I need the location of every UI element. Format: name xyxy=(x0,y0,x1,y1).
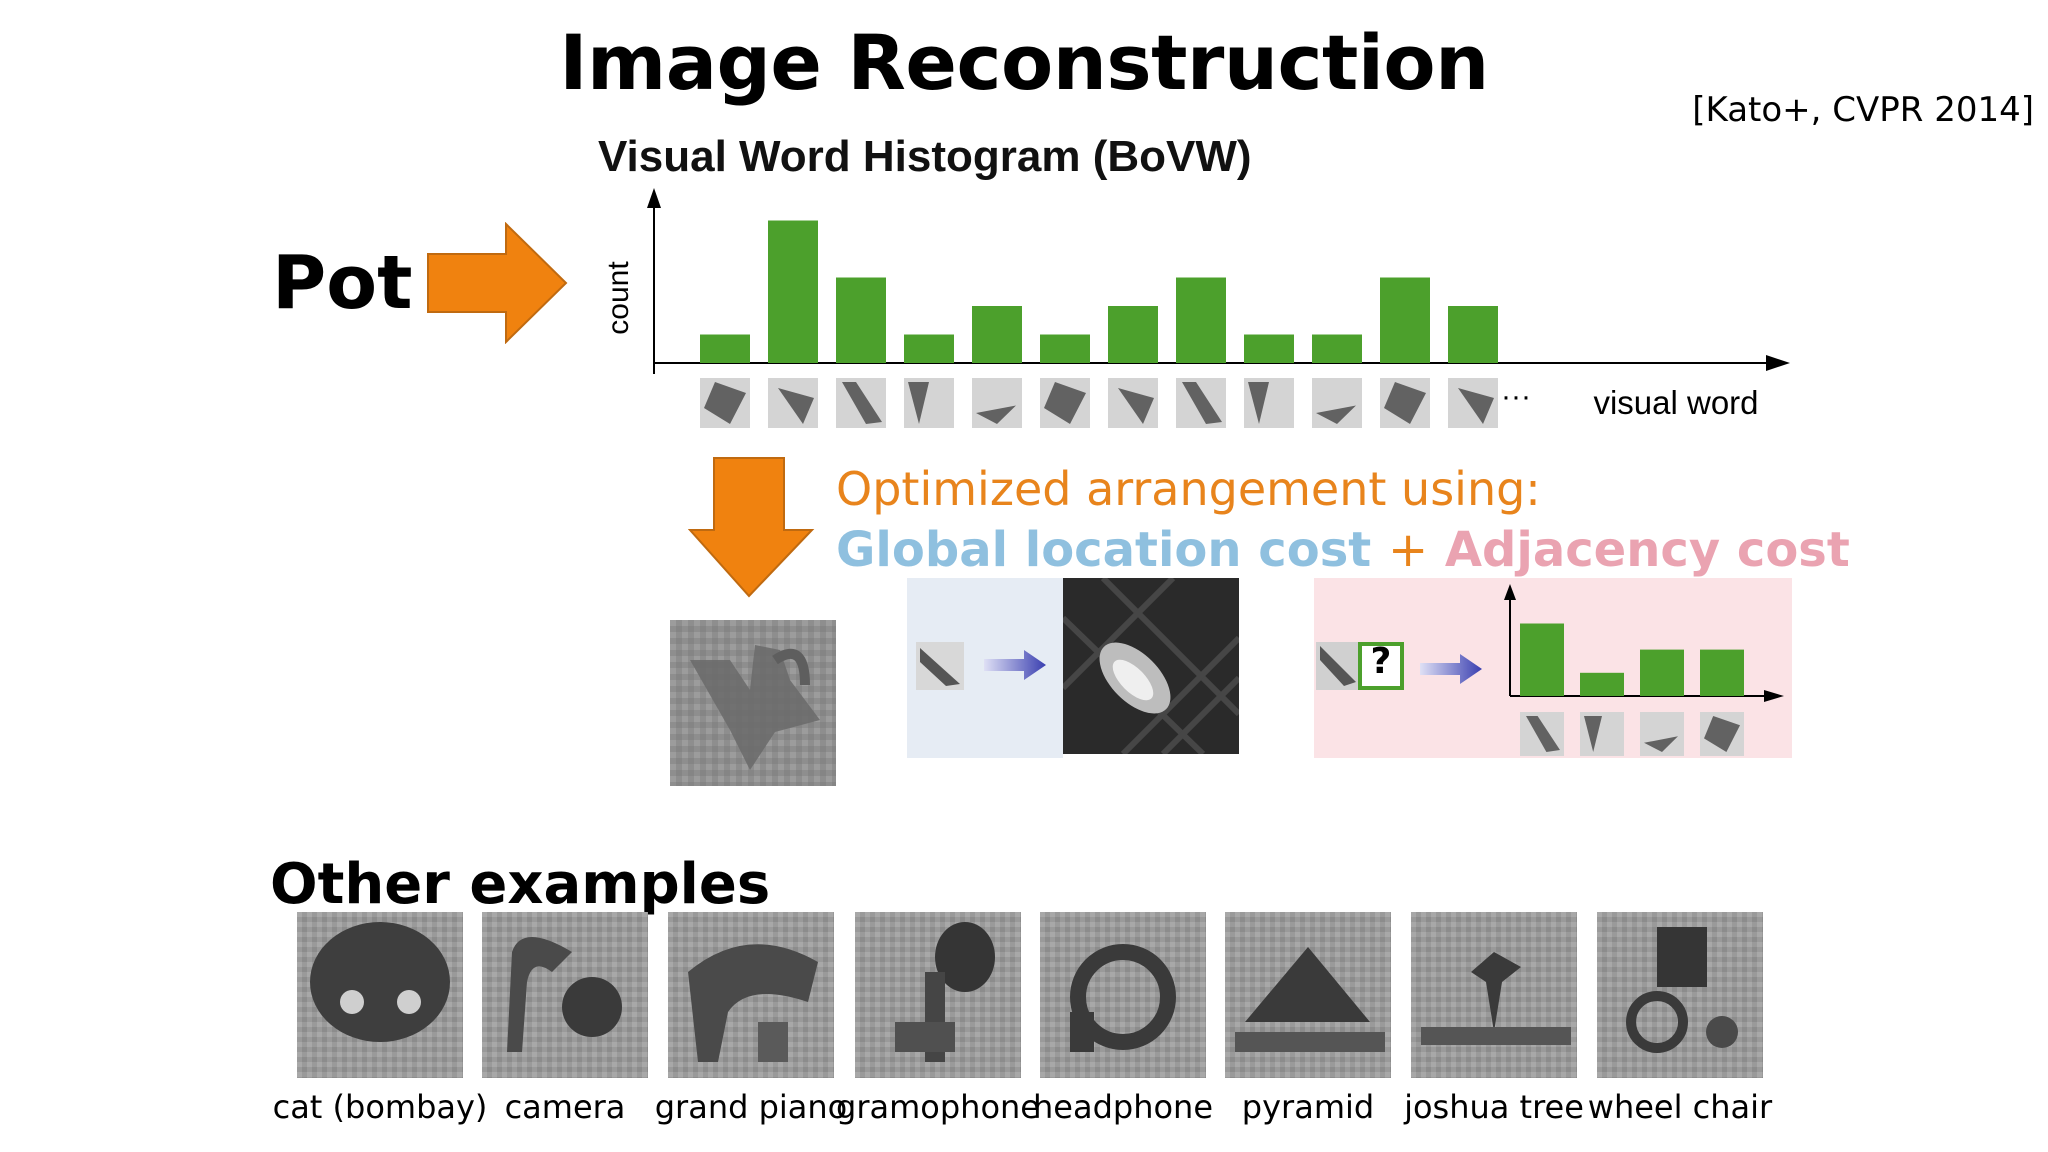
histogram-ylabel: count xyxy=(602,261,635,335)
adjacency-bar xyxy=(1640,649,1684,696)
histogram-bar xyxy=(1312,334,1362,363)
visual-word-patch xyxy=(1176,378,1226,428)
example-item: headphone xyxy=(1033,912,1213,1126)
example-image xyxy=(1040,912,1206,1078)
example-item: gramophone xyxy=(836,912,1040,1126)
histogram-bar xyxy=(1176,277,1226,363)
adjacency-bar xyxy=(1520,623,1564,696)
histogram-title: Visual Word Histogram (BoVW) xyxy=(598,132,1252,181)
visual-word-patch xyxy=(904,378,954,428)
histogram-bar xyxy=(1448,306,1498,363)
adjacency-bar xyxy=(1700,649,1744,696)
adjacency-histogram xyxy=(1504,584,1784,756)
blue-arrow-icon xyxy=(1420,654,1482,684)
visual-word-patch xyxy=(1520,712,1564,756)
question-mark: ? xyxy=(1370,641,1392,682)
reconstructed-pot-image xyxy=(670,620,836,786)
example-caption: pyramid xyxy=(1241,1088,1375,1126)
example-image xyxy=(1411,912,1577,1078)
visual-word-patch xyxy=(1108,378,1158,428)
right-arrow-icon xyxy=(427,222,568,344)
visual-word-patch xyxy=(836,378,886,428)
visual-word-patch xyxy=(916,642,964,690)
example-image xyxy=(1597,912,1763,1078)
optimization-heading: Optimized arrangement using: xyxy=(836,462,1541,516)
example-item: wheel chair xyxy=(1588,912,1772,1126)
example-image xyxy=(855,912,1021,1078)
plus-sign: + xyxy=(1387,522,1429,578)
histogram-bar xyxy=(768,220,818,363)
histogram-bar xyxy=(1380,277,1430,363)
histogram-bar xyxy=(972,306,1022,363)
histogram-xlabel: visual word xyxy=(1593,384,1758,421)
example-image xyxy=(297,912,463,1078)
example-caption: camera xyxy=(504,1088,626,1126)
visual-word-patch xyxy=(1700,712,1744,756)
example-item: cat (bombay) xyxy=(273,912,487,1126)
visual-word-patch xyxy=(768,378,818,428)
example-item: camera xyxy=(482,912,648,1126)
example-image xyxy=(668,912,834,1078)
visual-word-patch xyxy=(1448,378,1498,428)
visual-word-patch xyxy=(1040,378,1090,428)
visual-word-patch xyxy=(1640,712,1684,756)
global-location-heatmap xyxy=(1063,578,1239,754)
global-location-cost: Global location cost xyxy=(836,522,1372,578)
histogram-bar xyxy=(1040,334,1090,363)
down-arrow-icon xyxy=(688,457,815,598)
blue-arrow-icon xyxy=(984,650,1046,680)
adjacency-query-pair xyxy=(1316,642,1404,690)
optimization-costs: Global location cost + Adjacency cost xyxy=(836,522,1850,578)
other-examples-title: Other examples xyxy=(270,852,771,917)
example-caption: cat (bombay) xyxy=(272,1088,488,1126)
example-caption: grand piano xyxy=(654,1088,848,1126)
visual-word-patch xyxy=(972,378,1022,428)
histogram-bar xyxy=(1108,306,1158,363)
histogram-bar xyxy=(1244,334,1294,363)
visual-word-patch xyxy=(1580,712,1624,756)
histogram-bar xyxy=(836,277,886,363)
visual-word-patch xyxy=(1380,378,1430,428)
input-label: Pot xyxy=(272,240,413,326)
visual-word-patch xyxy=(700,378,750,428)
histogram-bar xyxy=(700,334,750,363)
example-image xyxy=(482,912,648,1078)
example-caption: wheel chair xyxy=(1587,1088,1773,1126)
example-item: joshua tree xyxy=(1404,912,1584,1126)
example-item: pyramid xyxy=(1225,912,1391,1126)
visual-word-patch xyxy=(1312,378,1362,428)
example-item: grand piano xyxy=(655,912,847,1126)
histogram-bar xyxy=(904,334,954,363)
citation: [Kato+, CVPR 2014] xyxy=(1692,90,2034,130)
example-caption: gramophone xyxy=(836,1088,1040,1126)
example-image xyxy=(1225,912,1391,1078)
histogram-ellipsis: ··· xyxy=(1501,380,1531,413)
example-caption: joshua tree xyxy=(1404,1088,1584,1126)
visual-word-patch xyxy=(1244,378,1294,428)
adjacency-cost: Adjacency cost xyxy=(1444,522,1850,578)
example-caption: headphone xyxy=(1032,1088,1214,1126)
bovw-histogram: count ··· visual word xyxy=(602,188,1790,428)
slide-title: Image Reconstruction xyxy=(559,18,1489,107)
adjacency-bar xyxy=(1580,672,1624,696)
